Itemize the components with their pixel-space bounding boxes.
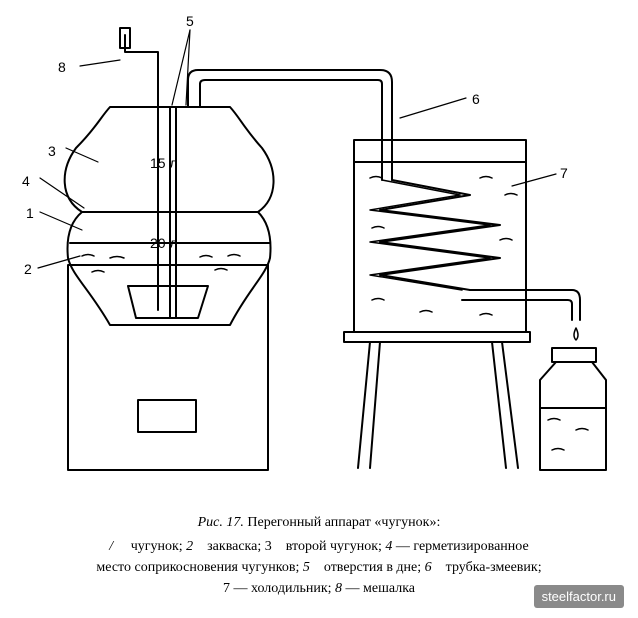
label-5: 5 bbox=[186, 13, 194, 29]
label-8: 8 bbox=[58, 59, 66, 75]
coil-tube bbox=[187, 69, 581, 321]
volume-upper-label: 15 л bbox=[150, 155, 178, 171]
label-2: 2 bbox=[24, 261, 32, 277]
caption-line-3: 7 — холодильник; 8 — мешалка bbox=[0, 580, 638, 597]
caption-line-1: / чугунок; 2 закваска; 3 второй чугунок;… bbox=[0, 538, 638, 555]
volume-lower-label: 20 л bbox=[150, 235, 178, 251]
watermark: steelfactor.ru bbox=[533, 585, 624, 608]
caption-num: 5 bbox=[302, 560, 310, 575]
caption-text: место соприкосновения чугунков; bbox=[96, 560, 300, 575]
caption-text: трубка-змеевик; bbox=[445, 560, 542, 575]
label-1: 1 bbox=[26, 205, 34, 221]
caption-text: — герметизированное bbox=[395, 539, 529, 554]
caption-text: второй чугунок; bbox=[285, 539, 382, 554]
caption-num: 3 bbox=[264, 539, 272, 554]
caption-title: Рис. 17. Перегонный аппарат «чугунок»: bbox=[0, 514, 638, 531]
distillate-drop bbox=[573, 327, 579, 341]
caption-text: — мешалка bbox=[345, 581, 415, 596]
label-7: 7 bbox=[560, 165, 568, 181]
caption-num: 7 bbox=[222, 581, 230, 596]
label-3: 3 bbox=[48, 143, 56, 159]
bottom-hole-tube bbox=[169, 106, 177, 319]
caption-title-text: Перегонный аппарат «чугунок»: bbox=[247, 515, 441, 530]
caption-num: / bbox=[109, 539, 114, 554]
label-4: 4 bbox=[22, 173, 30, 189]
distillation-apparatus-diagram: 8 5 3 4 1 2 6 7 15 л 20 л bbox=[22, 13, 607, 471]
caption-num: 6 bbox=[424, 560, 432, 575]
stove-door bbox=[137, 399, 197, 433]
label-6: 6 bbox=[472, 91, 480, 107]
stove bbox=[67, 264, 269, 471]
caption-num: 2 bbox=[186, 539, 194, 554]
collecting-jar bbox=[539, 347, 607, 471]
caption-text: закваска; bbox=[207, 539, 262, 554]
firebox-opening bbox=[127, 285, 209, 319]
caption-text: отверстия в дне; bbox=[323, 560, 422, 575]
caption-text: — холодильник; bbox=[233, 581, 332, 596]
condenser-stand bbox=[343, 331, 531, 469]
caption-text: чугунок; bbox=[130, 539, 183, 554]
caption-figure-ref: Рис. 17. bbox=[197, 515, 244, 530]
stirrer bbox=[119, 27, 159, 311]
condenser bbox=[353, 139, 527, 333]
caption-num: 8 bbox=[335, 581, 343, 596]
caption-num: 4 bbox=[385, 539, 393, 554]
caption-line-2: место соприкосновения чугунков; 5 отверс… bbox=[0, 559, 638, 576]
